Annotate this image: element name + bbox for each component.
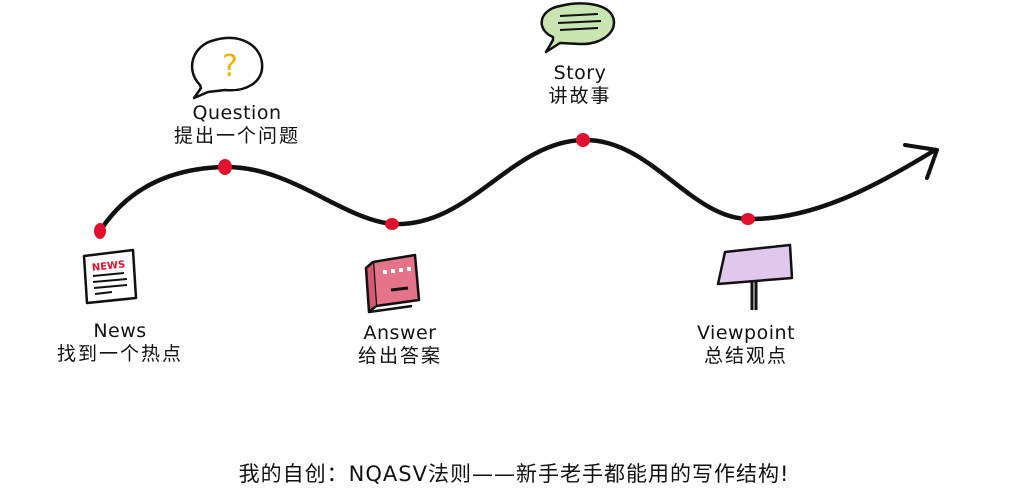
step-story-zh: 讲故事 (548, 84, 612, 107)
dot-viewpoint (741, 213, 755, 225)
step-story-en: Story (553, 62, 607, 84)
step-question-en: Question (192, 102, 282, 124)
question-mark: ? (222, 49, 238, 84)
dot-news (94, 223, 106, 239)
step-viewpoint-en: Viewpoint (696, 322, 796, 344)
step-answer-zh: 给出答案 (357, 344, 442, 367)
wavy-timeline (97, 137, 938, 234)
newspaper-icon: NEWS (82, 248, 138, 305)
step-question-zh: 提出一个问题 (173, 124, 300, 147)
step-news-zh: 找到一个热点 (56, 342, 183, 365)
step-question-label: Question 提出一个问题 (137, 102, 337, 148)
question-bubble-icon: ? (190, 36, 264, 100)
dot-story (576, 133, 590, 147)
dot-answer (385, 218, 399, 230)
step-news-label: News 找到一个热点 (20, 320, 220, 366)
step-story-label: Story 讲故事 (480, 62, 680, 108)
caption: 我的自创：NQASV法则——新手老手都能用的写作结构! (238, 462, 790, 486)
step-news-en: News (93, 320, 147, 342)
signboard-icon (716, 243, 794, 310)
dot-question (218, 159, 232, 175)
step-answer-label: Answer 给出答案 (300, 322, 500, 368)
book-icon (364, 253, 421, 314)
speech-bubble-icon (540, 2, 616, 54)
step-viewpoint-zh: 总结观点 (703, 344, 788, 367)
step-viewpoint-label: Viewpoint 总结观点 (646, 322, 846, 368)
newspaper-icon-text: NEWS (91, 259, 125, 273)
step-answer-en: Answer (363, 322, 437, 344)
arrow-head-icon (903, 143, 939, 180)
